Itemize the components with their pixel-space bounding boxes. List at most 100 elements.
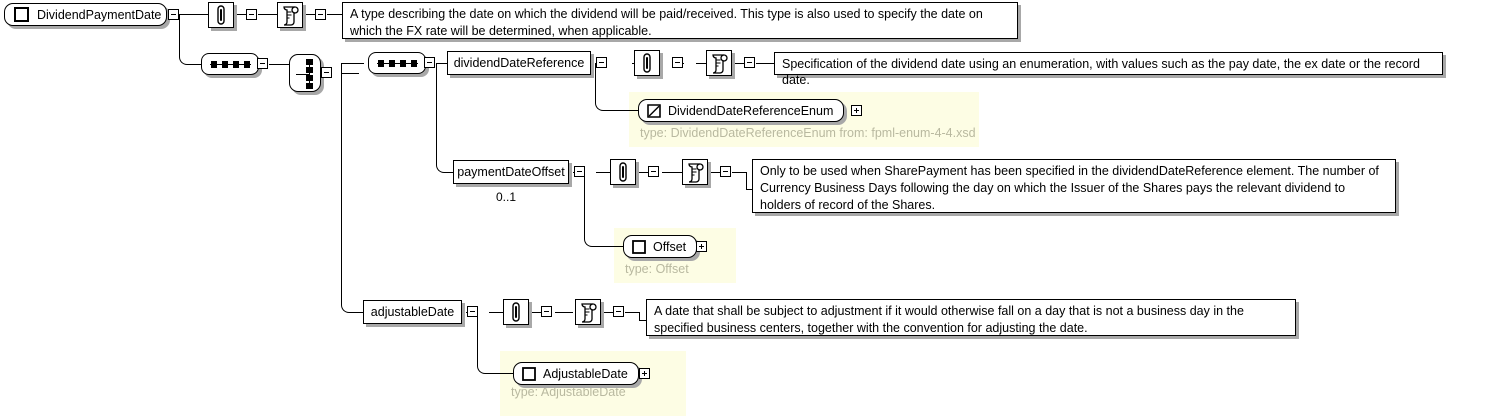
annotation-expander-root[interactable] — [315, 9, 326, 20]
root-expander[interactable] — [168, 9, 179, 20]
connector-line — [303, 14, 315, 15]
connector-line — [708, 172, 720, 173]
attribute-expander-payment-date-offset[interactable] — [648, 166, 659, 177]
element-expander-payment-date-offset[interactable] — [574, 166, 585, 177]
type-ref-expander-offset[interactable] — [696, 241, 707, 252]
sequence-dot — [400, 60, 406, 67]
sequence-dot — [411, 60, 417, 67]
type-ref-label: AdjustableDate — [543, 366, 628, 381]
attribute-icon-root[interactable] — [208, 2, 234, 28]
attribute-expander-adjustable-date[interactable] — [541, 306, 552, 317]
connector-line — [555, 312, 573, 313]
documentation-text: Only to be used when SharePayment has be… — [760, 164, 1379, 212]
type-ref-expander-adjustable-date[interactable] — [639, 368, 650, 379]
connector-line — [639, 320, 646, 321]
choice-compositor[interactable] — [289, 54, 321, 92]
element-label: paymentDateOffset — [457, 165, 565, 179]
choice-dot — [306, 59, 313, 65]
connector-elbow — [477, 312, 496, 374]
connector-line — [596, 172, 610, 173]
connector-line — [662, 172, 682, 173]
element-dividend-date-reference[interactable]: dividendDateReference — [447, 51, 591, 75]
documentation-dividend-date-reference: Specification of the dividend date using… — [774, 52, 1443, 87]
type-ref-expander-dividend-date-reference-enum[interactable] — [851, 105, 862, 116]
sequence-dot — [211, 61, 217, 68]
documentation-payment-date-offset: Only to be used when SharePayment has be… — [752, 159, 1396, 213]
type-panel-caption: type: AdjustableDate — [511, 385, 626, 399]
sequence-bar — [210, 64, 251, 65]
connector-line — [327, 14, 342, 15]
documentation-text: Specification of the dividend date using… — [782, 57, 1420, 87]
choice-dot — [306, 83, 313, 89]
connector-line — [269, 64, 289, 65]
connector-line — [732, 63, 744, 64]
annotation-icon-dividend-date-reference[interactable] — [706, 50, 732, 76]
connector-line — [732, 172, 746, 173]
connector-elbow — [436, 63, 455, 173]
element-expander-adjustable-date[interactable] — [467, 306, 478, 317]
element-payment-date-offset[interactable]: paymentDateOffset — [453, 160, 569, 184]
attribute-icon-payment-date-offset[interactable] — [610, 159, 636, 185]
sequence-inner-expander[interactable] — [424, 57, 435, 68]
cardinality-payment-date-offset: 0..1 — [496, 190, 517, 204]
element-label: adjustableDate — [370, 305, 455, 319]
sequence-dot — [389, 60, 395, 67]
sequence-dot — [244, 61, 250, 68]
connector-line — [746, 189, 752, 190]
connector-line — [234, 14, 246, 15]
complex-type-square-icon — [521, 366, 537, 382]
root-type-node[interactable]: DividendPaymentDate — [4, 3, 167, 26]
annotation-icon-payment-date-offset[interactable] — [682, 159, 708, 185]
complex-type-square-icon — [631, 239, 647, 255]
attribute-icon-adjustable-date[interactable] — [503, 299, 529, 325]
type-ref-adjustable-date[interactable]: AdjustableDate — [513, 362, 639, 385]
connector-line — [495, 373, 513, 374]
type-panel-caption: type: Offset — [625, 262, 689, 276]
connector-line — [601, 312, 613, 313]
annotation-expander-adjustable-date[interactable] — [613, 306, 624, 317]
attribute-icon-dividend-date-reference[interactable] — [634, 50, 660, 76]
element-label: dividendDateReference — [453, 56, 585, 70]
annotation-expander-payment-date-offset[interactable] — [720, 166, 731, 177]
connector-elbow — [584, 172, 605, 247]
connector-line — [625, 312, 639, 313]
sequence-bar — [377, 63, 418, 64]
connector-line — [604, 246, 623, 247]
type-ref-label: Offset — [653, 239, 687, 254]
choice-spine — [309, 60, 310, 88]
choice-dot — [306, 67, 313, 73]
connector-line — [638, 172, 650, 173]
annotation-expander-dividend-date-reference[interactable] — [744, 57, 755, 68]
sequence-top-expander[interactable] — [257, 58, 268, 69]
type-ref-label: DividendDateReferenceEnum — [668, 103, 834, 118]
connector-line — [531, 312, 543, 313]
sequence-compositor-inner[interactable] — [368, 52, 426, 74]
documentation-text: A type describing the date on which the … — [350, 7, 983, 38]
element-adjustable-date[interactable]: adjustableDate — [363, 300, 462, 324]
connector-line — [489, 312, 503, 313]
attribute-expander-dividend-date-reference[interactable] — [672, 57, 683, 68]
choice-dot — [306, 75, 313, 81]
element-expander-dividend-date-reference[interactable] — [596, 57, 607, 68]
connector-elbow — [595, 63, 620, 111]
complex-type-square-icon — [14, 7, 29, 22]
connector-line — [696, 63, 706, 64]
annotation-icon-adjustable-date[interactable] — [575, 299, 601, 325]
documentation-adjustable-date: A date that shall be subject to adjustme… — [646, 299, 1296, 336]
documentation-root: A type describing the date on which the … — [342, 2, 1018, 39]
type-ref-dividend-date-reference-enum[interactable]: DividendDateReferenceEnum — [638, 99, 845, 122]
documentation-text: A date that shall be subject to adjustme… — [654, 304, 1244, 335]
attribute-expander-root[interactable] — [246, 9, 257, 20]
sequence-compositor-top[interactable] — [201, 53, 259, 75]
connector-line — [179, 14, 208, 15]
connector-line — [639, 312, 640, 320]
connector-elbow — [179, 14, 202, 65]
choice-expander[interactable] — [321, 67, 332, 78]
sequence-dot — [222, 61, 228, 68]
type-ref-offset[interactable]: Offset — [623, 235, 698, 258]
connector-line — [341, 73, 359, 74]
choice-stem — [296, 74, 309, 75]
sequence-dot — [233, 61, 239, 68]
annotation-icon-root[interactable] — [277, 2, 303, 28]
connector-line — [756, 63, 774, 64]
